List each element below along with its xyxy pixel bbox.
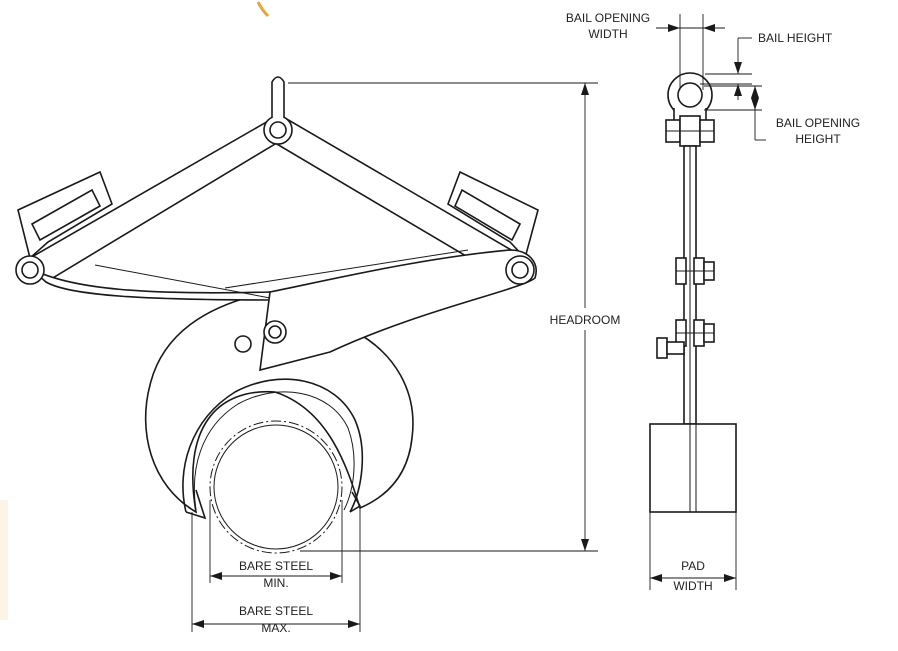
pivot-hole bbox=[234, 335, 252, 353]
lower-left-arm bbox=[29, 267, 271, 301]
left-arm-line bbox=[94, 264, 271, 299]
pad-width-dimension: PAD WIDTH bbox=[649, 512, 737, 593]
side-bolt-top bbox=[665, 115, 715, 147]
pad-width-line1: PAD bbox=[681, 559, 705, 573]
side-knob bbox=[656, 337, 685, 359]
pipe-min-inner bbox=[213, 424, 339, 550]
bail-height-dimension: BAIL HEIGHT bbox=[700, 31, 833, 100]
bare-steel-min-line2: MIN. bbox=[263, 576, 288, 590]
pad bbox=[649, 423, 737, 513]
accent-arc bbox=[256, 1, 270, 18]
bail-opening-width-dimension: BAIL OPENING WIDTH bbox=[566, 11, 725, 90]
bail-opening-width-line1: BAIL OPENING bbox=[566, 11, 650, 25]
pivot-left bbox=[15, 255, 45, 285]
headroom-label: HEADROOM bbox=[550, 313, 621, 327]
right-handle-slot bbox=[453, 188, 522, 242]
front-view bbox=[15, 76, 539, 554]
edge-glow bbox=[0, 500, 8, 620]
bail-height-label: BAIL HEIGHT bbox=[758, 31, 833, 45]
bail-opening-height-line1: BAIL OPENING bbox=[776, 116, 860, 130]
right-handle bbox=[447, 170, 539, 260]
pivot-mid bbox=[263, 320, 287, 344]
side-bolt-low bbox=[675, 319, 715, 347]
side-bolt-mid bbox=[675, 257, 715, 285]
pivot-top bbox=[263, 115, 293, 145]
bare-steel-max-line2: MAX. bbox=[261, 621, 290, 635]
side-view bbox=[649, 72, 737, 513]
left-handle-slot bbox=[30, 188, 102, 242]
pipe-outer bbox=[182, 378, 364, 513]
bail-opening-width-line2: WIDTH bbox=[588, 27, 627, 41]
bail-inner bbox=[677, 82, 703, 108]
lower-right-arm bbox=[259, 249, 537, 372]
pivot-right bbox=[505, 255, 535, 285]
bare-steel-min-line1: BARE STEEL bbox=[239, 559, 313, 573]
pipe-min-circle bbox=[209, 420, 343, 554]
bare-steel-min-dimension: BARE STEEL MIN. bbox=[209, 500, 343, 590]
pad-width-line2: WIDTH bbox=[673, 579, 712, 593]
lifting-pin bbox=[271, 76, 285, 118]
bare-steel-max-line1: BARE STEEL bbox=[239, 604, 313, 618]
bail-opening-height-dimension: BAIL OPENING HEIGHT bbox=[704, 85, 860, 146]
jaw-body bbox=[144, 291, 414, 514]
center-arm-line bbox=[224, 249, 469, 289]
pipe-inner-shell bbox=[193, 391, 355, 511]
bare-steel-max-dimension: BARE STEEL MAX. bbox=[191, 506, 361, 635]
left-handle bbox=[17, 170, 113, 260]
headroom-dimension: HEADROOM bbox=[288, 82, 621, 552]
bail-opening-height-line2: HEIGHT bbox=[795, 132, 841, 146]
